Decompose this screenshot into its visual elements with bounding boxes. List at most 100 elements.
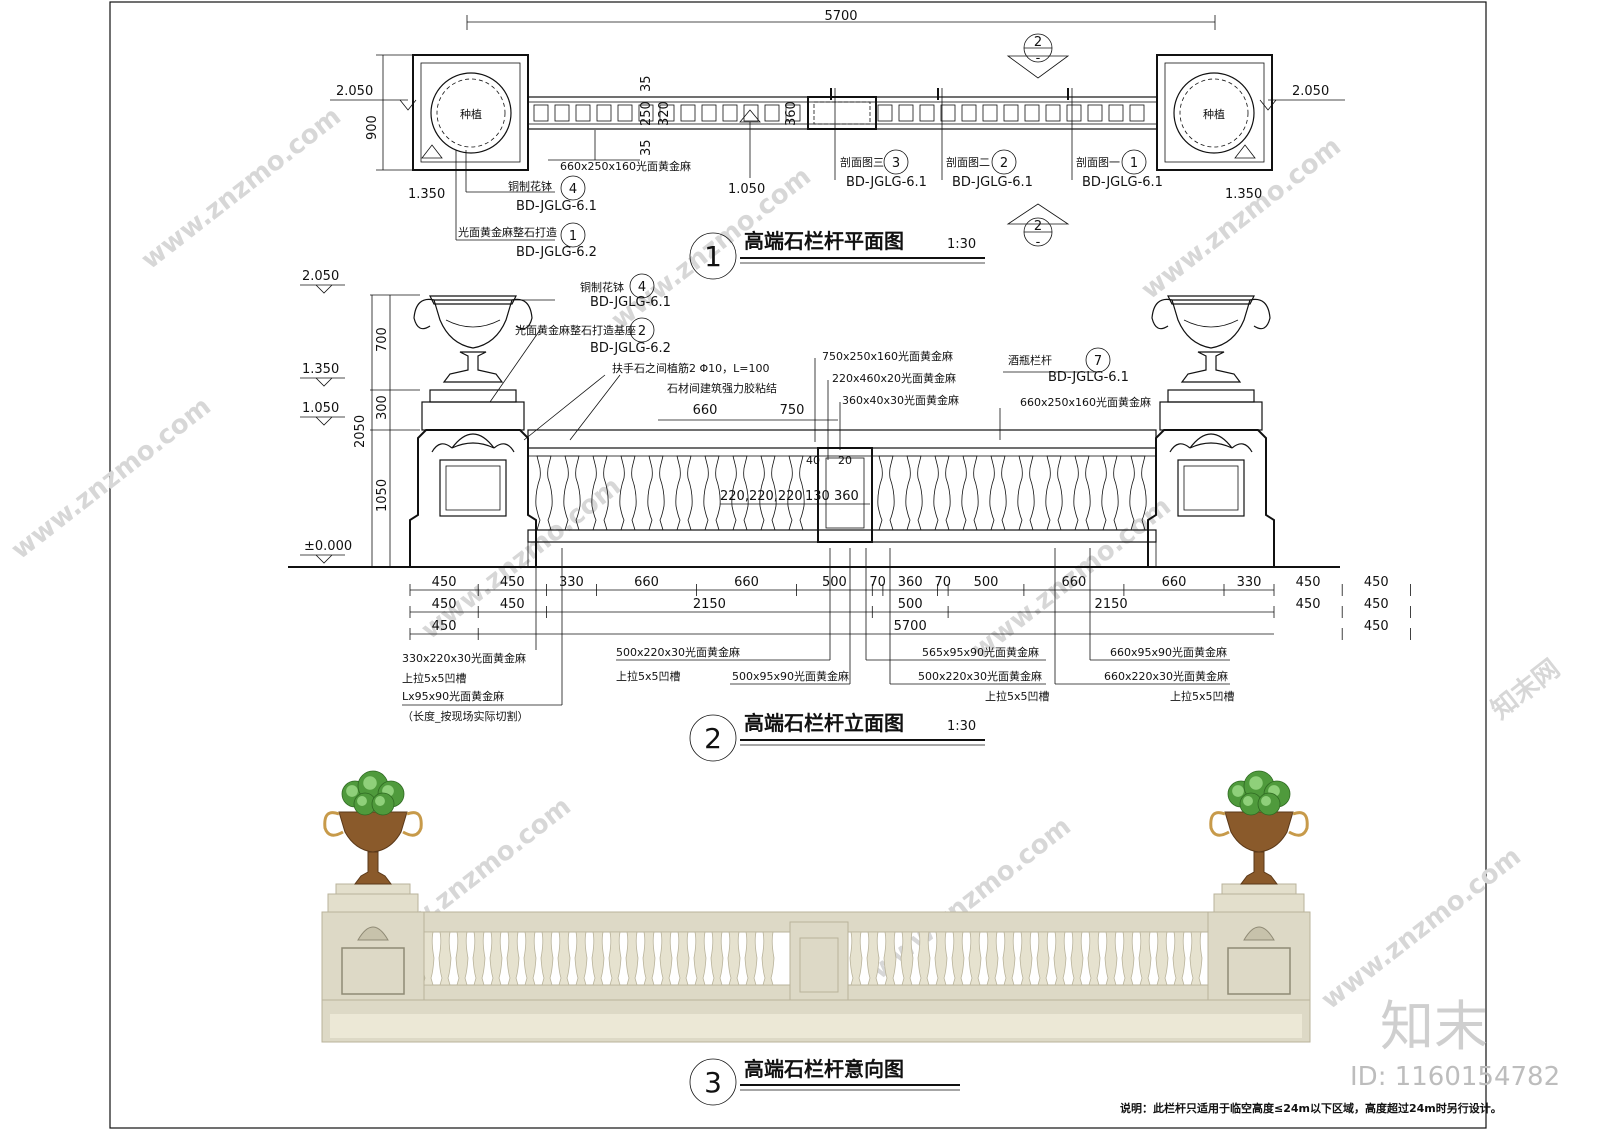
plan-baluster [533, 104, 549, 122]
watermark-id: ID: 1160154782 [1350, 1062, 1560, 1092]
render-baluster [1189, 931, 1203, 986]
plan-level-left-bottom: 1.350 [408, 187, 445, 202]
elev-right-pier [1147, 389, 1275, 568]
plan-level-right-top: 2.050 [1292, 84, 1329, 99]
plan-ref-base-code: BD-JGLG-6.2 [516, 245, 597, 260]
elev-bottom-notes: 330x220x30光面黄金麻 上拉5x5凹槽 Lx95x90光面黄金麻 （长度… [402, 548, 1235, 723]
plan-dim-total: 5700 [824, 9, 857, 24]
plan-level-right-bottom: 1.350 [1225, 187, 1262, 202]
elev-left-pier [409, 389, 537, 568]
elev-title: 高端石栏杆立面图 [744, 711, 904, 735]
svg-text:660x95x90光面黄金麻: 660x95x90光面黄金麻 [1110, 645, 1227, 659]
plan-sec3-code: BD-JGLG-6.1 [846, 175, 927, 190]
svg-text:±0.000: ±0.000 [304, 539, 352, 554]
svg-text:2.050: 2.050 [302, 269, 339, 284]
plan-elev-mark-bottom: 2 - [1006, 203, 1070, 250]
render-baluster [574, 931, 588, 986]
svg-text:660: 660 [693, 403, 718, 418]
render-baluster [1019, 931, 1033, 986]
svg-text:BD-JGLG-6.1: BD-JGLG-6.1 [590, 295, 671, 310]
elev-baluster [759, 455, 777, 531]
elev-dim-value: 450 [1364, 619, 1389, 634]
elev-dim-value: 500 [898, 597, 923, 612]
plan-baluster [575, 104, 591, 122]
render-urn-right [1240, 851, 1278, 885]
svg-text:1.350: 1.350 [302, 362, 339, 377]
elev-dim-value: 70 [935, 575, 952, 590]
elev-baluster [591, 455, 609, 531]
svg-text:2050: 2050 [353, 415, 368, 448]
elev-bottom-rail [527, 529, 1157, 543]
elev-baluster [1045, 455, 1063, 531]
plan-baluster [617, 104, 633, 122]
elev-dim-value: 500 [974, 575, 999, 590]
elev-baluster [1129, 455, 1147, 531]
elev-dim-value: 500 [822, 575, 847, 590]
plan-ref-urn-num: 4 [569, 182, 577, 197]
render-baluster [985, 931, 999, 986]
plan-baluster [1045, 104, 1061, 122]
elev-dim-value: 450 [1296, 597, 1321, 612]
render-pier-right [1207, 911, 1311, 1001]
plan-baluster [596, 104, 612, 122]
plan-baluster [764, 104, 780, 122]
svg-text:-: - [1036, 235, 1041, 250]
elev-baluster [703, 455, 721, 531]
elev-dim-value: 330 [1237, 575, 1262, 590]
elev-baluster [647, 455, 665, 531]
plan-baluster [919, 104, 935, 122]
elev-top-notes: 铜制花钵 4 BD-JGLG-6.1 光面黄金麻整石打造基座 2 BD-JGLG… [489, 273, 1151, 460]
render-baluster [849, 931, 863, 986]
elev-inner-dims: 660 750 40 20 220,220,220 130 360 [658, 403, 870, 505]
elev-dim-value: 450 [1296, 575, 1321, 590]
svg-text:360: 360 [834, 489, 859, 504]
svg-text:（长度_按现场实际切割）: （长度_按现场实际切割） [402, 709, 529, 723]
svg-text:铜制花钵: 铜制花钵 [580, 280, 624, 294]
render-baluster [472, 931, 486, 986]
render-baluster [1172, 931, 1186, 986]
render-baluster [540, 931, 554, 986]
svg-text:上拉5x5凹槽: 上拉5x5凹槽 [1170, 689, 1235, 703]
render-urn-left [354, 851, 392, 885]
footnote: 说明：此栏杆只适用于临空高度≤24m以下区域，高度超过24m时另行设计。 [1120, 1101, 1502, 1115]
elev-left-urn [413, 295, 533, 383]
elev-scale: 1:30 [947, 719, 976, 734]
elev-dim-value: 5700 [894, 619, 927, 634]
elev-baluster [731, 455, 749, 531]
elev-dim-value: 450 [432, 597, 457, 612]
elev-baluster [989, 455, 1007, 531]
svg-text:40: 40 [806, 454, 820, 467]
plan-baluster-row [533, 104, 1145, 122]
plan-note-rail: 660x250x160光面黄金麻 [560, 159, 691, 173]
plan-baluster [1024, 104, 1040, 122]
plan-baluster [1066, 104, 1082, 122]
elev-dim-value: 2150 [1095, 597, 1128, 612]
elev-dim-value: 360 [898, 575, 923, 590]
plan-baluster [1003, 104, 1019, 122]
render-baluster [1036, 931, 1050, 986]
svg-text:500x220x30光面黄金麻: 500x220x30光面黄金麻 [918, 669, 1042, 683]
elev-right-urn [1151, 295, 1271, 383]
svg-text:上拉5x5凹槽: 上拉5x5凹槽 [402, 671, 467, 685]
svg-text:660x250x160光面黄金麻: 660x250x160光面黄金麻 [1020, 395, 1151, 409]
plan-dim-250: 250 [639, 101, 654, 126]
elev-dim-value: 450 [500, 575, 525, 590]
plan-baluster [785, 104, 801, 122]
plan-ref-urn-code: BD-JGLG-6.1 [516, 199, 597, 214]
svg-text:BD-JGLG-6.2: BD-JGLG-6.2 [590, 341, 671, 356]
render-baluster [727, 931, 741, 986]
watermark-logo: 知末 [1380, 995, 1488, 1058]
elev-dim-value: 660 [1162, 575, 1187, 590]
plan-baluster [1129, 104, 1145, 122]
render-baluster [1070, 931, 1084, 986]
watermark-text: www.znzmo.com [6, 392, 217, 566]
svg-text:300: 300 [375, 395, 390, 420]
svg-text:4: 4 [638, 280, 646, 295]
plan-baluster [743, 104, 759, 122]
render-baluster [934, 931, 948, 986]
svg-text:光面黄金麻整石打造基座: 光面黄金麻整石打造基座 [515, 323, 636, 337]
plan-baluster [554, 104, 570, 122]
elev-levels: 2.050 1.350 1.050 ±0.000 [300, 269, 352, 564]
render-baluster [625, 931, 639, 986]
